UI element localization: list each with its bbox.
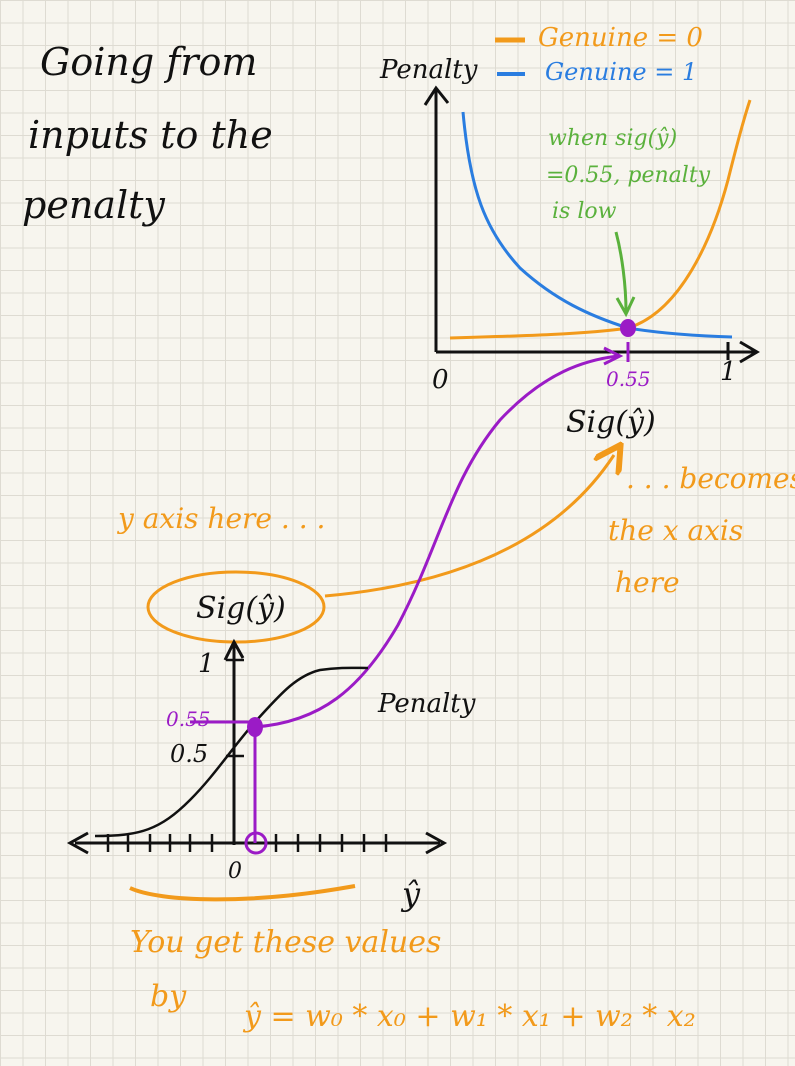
input-range-brace bbox=[129, 884, 356, 902]
penalty-note-arrowhead bbox=[615, 296, 636, 318]
low-penalty-point bbox=[620, 319, 636, 337]
sigmoid-curve-label: Penalty bbox=[377, 689, 476, 719]
penalty-note-line-2: =0.55, penalty bbox=[546, 163, 711, 188]
sigmoid-plot-x-ticks bbox=[106, 834, 388, 852]
title-line-2: inputs to the bbox=[28, 113, 273, 157]
sigmoid-plot-x-origin-label: 0 bbox=[228, 859, 242, 884]
penalty-plot-x-min-label: 0 bbox=[432, 365, 449, 395]
genuine-0-curve bbox=[449, 99, 752, 340]
title-line-3: penalty bbox=[22, 183, 165, 227]
sigmoid-plot-y-arrowhead bbox=[223, 638, 245, 661]
you-get-these-values-label: You get these values bbox=[130, 925, 441, 960]
page-title: Going from inputs to the penalty bbox=[22, 40, 273, 227]
title-line-1: Going from bbox=[40, 40, 257, 84]
penalty-note-arrow bbox=[614, 231, 628, 313]
sigmoid-plot-y-tick-1-label: 1 bbox=[198, 649, 215, 679]
here-label: here bbox=[615, 566, 680, 599]
legend-label-genuine-1: Genuine = 1 bbox=[545, 58, 697, 86]
sigmoid-plot-y-tick-055-label: 0.55 bbox=[166, 707, 211, 731]
penalty-plot-y-label: Penalty bbox=[379, 55, 478, 85]
sigmoid-plot-y-tick-05-label: 0.5 bbox=[170, 740, 208, 768]
input-values-annotation: You get these values by ŷ = w₀ * x₀ + w₁… bbox=[129, 884, 696, 1034]
sigmoid-plot-x-left-arrowhead bbox=[66, 831, 89, 855]
penalty-plot-x-axis-label: Sig(ŷ) bbox=[566, 405, 656, 440]
mapping-connector bbox=[254, 354, 619, 729]
sig-axis-highlight-ellipse bbox=[146, 570, 326, 644]
penalty-plot-x-max-label: 1 bbox=[720, 357, 737, 387]
genuine-1-curve bbox=[461, 111, 733, 339]
by-label: by bbox=[150, 979, 187, 1014]
the-x-axis-label: the x axis bbox=[608, 514, 743, 547]
penalty-note-line-3: is low bbox=[552, 199, 617, 224]
penalty-plot-y-arrowhead bbox=[423, 85, 450, 106]
penalty-plot-x-arrowhead bbox=[739, 340, 760, 364]
sigmoid-plot-x-right-arrowhead bbox=[425, 831, 448, 855]
mapping-connector-arrowhead bbox=[603, 346, 624, 366]
penalty-plot-x-mark-label: 0.55 bbox=[606, 367, 651, 391]
sigmoid-output-point bbox=[247, 717, 263, 737]
sigmoid-plot-x-axis-label: ŷ bbox=[400, 875, 421, 913]
legend-label-genuine-0: Genuine = 0 bbox=[538, 23, 703, 53]
axis-mapping-arrow bbox=[324, 455, 614, 598]
linear-equation: ŷ = w₀ * x₀ + w₁ * x₁ + w₂ * x₂ bbox=[242, 999, 696, 1034]
penalty-note-line-1: when sig(ŷ) bbox=[548, 126, 677, 151]
y-axis-here-label: y axis here . . . bbox=[116, 502, 325, 535]
becomes-label: . . . becomes bbox=[626, 462, 795, 495]
sigmoid-curve bbox=[94, 666, 369, 838]
axis-mapping-annotation: y axis here . . . . . . becomes the x ax… bbox=[116, 455, 795, 644]
sigmoid-plot: Sig(ŷ) bbox=[66, 591, 476, 913]
sigmoid-plot-y-axis-label: Sig(ŷ) bbox=[196, 591, 286, 626]
sigmoid-input-point bbox=[244, 831, 268, 855]
penalty-plot: Penalty Genuine = 0 Genuine = 1 when sig… bbox=[379, 23, 760, 440]
